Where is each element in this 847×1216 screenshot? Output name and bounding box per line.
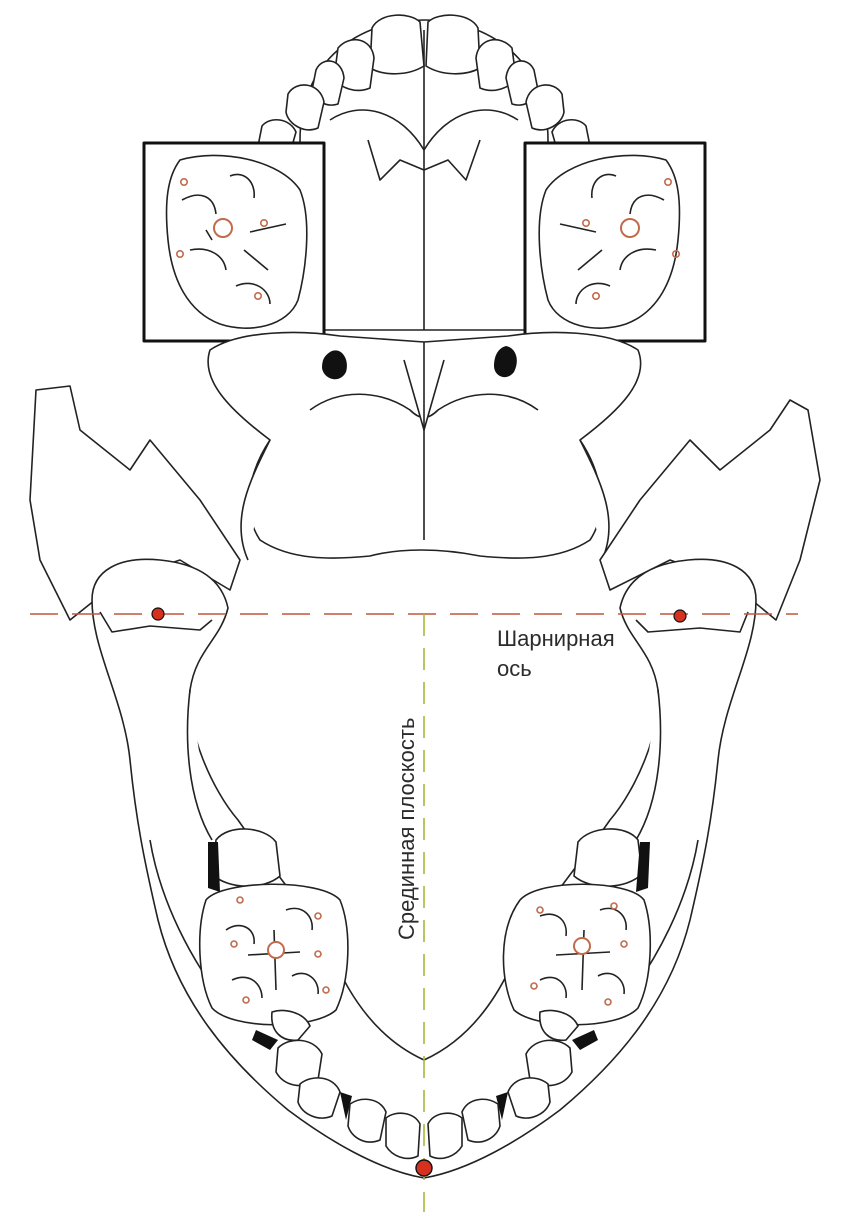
black-fossae — [322, 346, 517, 380]
hinge-axis-label-line2: ось — [497, 656, 532, 681]
hinge-axis-label: Шарнирная ось — [497, 624, 615, 684]
left-condyle-point — [151, 607, 165, 621]
incisal-point — [415, 1159, 433, 1177]
right-molar-inset — [523, 141, 707, 343]
hinge-axis-label-line1: Шарнирная — [497, 626, 615, 651]
lower-anterior-teeth — [275, 1039, 573, 1160]
zygomatic-processes — [29, 385, 821, 621]
upper-anterior-teeth — [257, 14, 591, 147]
median-plane-label: Срединная плоскость — [394, 717, 419, 940]
right-condyle-point — [673, 609, 687, 623]
left-molar-inset — [142, 141, 326, 343]
lower-right-molars — [502, 828, 651, 1041]
lower-left-molars — [199, 828, 349, 1041]
lower-arch-shadows — [208, 842, 650, 1120]
cranial-base — [207, 331, 642, 561]
